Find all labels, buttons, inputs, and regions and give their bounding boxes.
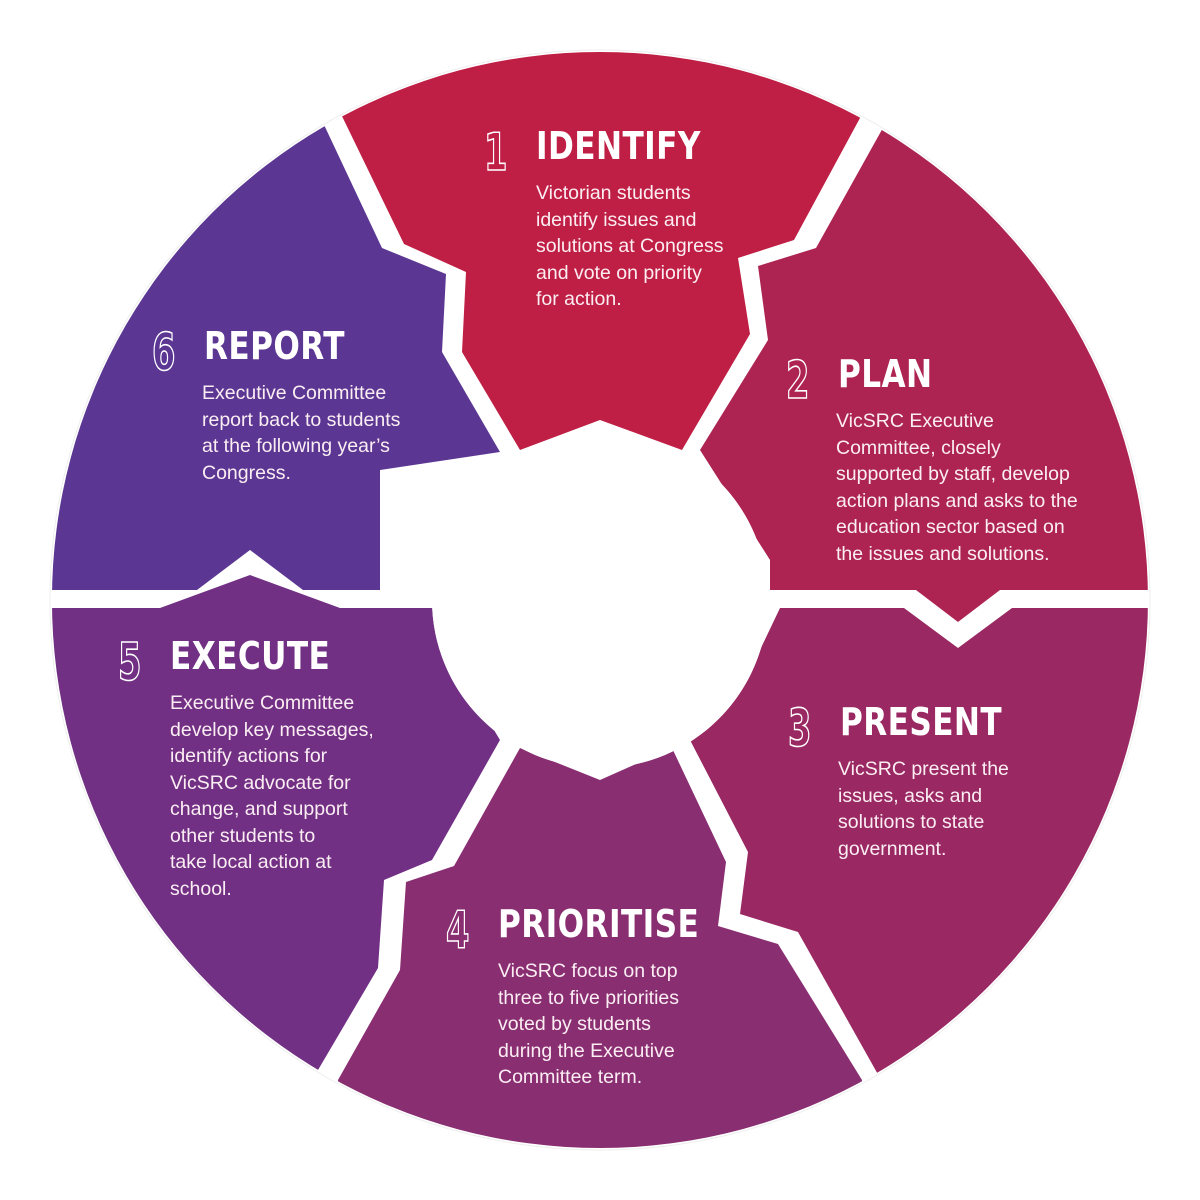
step-execute: 5 EXECUTE Executive Committee develop ke… [117,633,374,902]
step-body-present: VicSRC present the issues, asks and solu… [838,758,1009,860]
step-title-plan: PLAN [838,352,933,396]
step-title-present: PRESENT [840,700,1003,744]
step-plan: 2 PLAN VicSRC Executive Committee, close… [785,351,1078,567]
step-number-1: 1 [483,123,508,183]
segment-prioritise[interactable] [338,748,862,1200]
step-number-4: 4 [445,901,470,961]
step-body-plan: VicSRC Executive Committee, closely supp… [836,410,1078,565]
step-identify: 1 IDENTIFY Victorian students identify i… [483,123,737,313]
step-number-5: 5 [117,633,142,693]
center-hole [432,432,768,768]
step-body-report: Executive Committee report back to stude… [202,382,401,484]
step-title-identify: IDENTIFY [536,124,701,168]
step-title-execute: EXECUTE [170,634,331,678]
step-prioritise: 4 PRIORITISE VicSRC focus on top three t… [445,901,743,1091]
step-present: 3 PRESENT VicSRC present the issues, ask… [787,699,1038,862]
step-body-execute: Executive Committee develop key messages… [170,692,374,900]
step-title-prioritise: PRIORITISE [498,902,700,946]
step-report: 6 REPORT Executive Committee report back… [151,323,401,486]
step-body-prioritise: VicSRC focus on top three to five priori… [498,960,679,1088]
step-number-6: 6 [151,323,176,383]
segment-identify[interactable] [340,0,860,450]
step-body-identify: Victorian students identify issues and s… [536,182,724,310]
step-number-3: 3 [787,699,812,759]
step-number-2: 2 [785,351,810,411]
step-title-report: REPORT [204,324,345,368]
